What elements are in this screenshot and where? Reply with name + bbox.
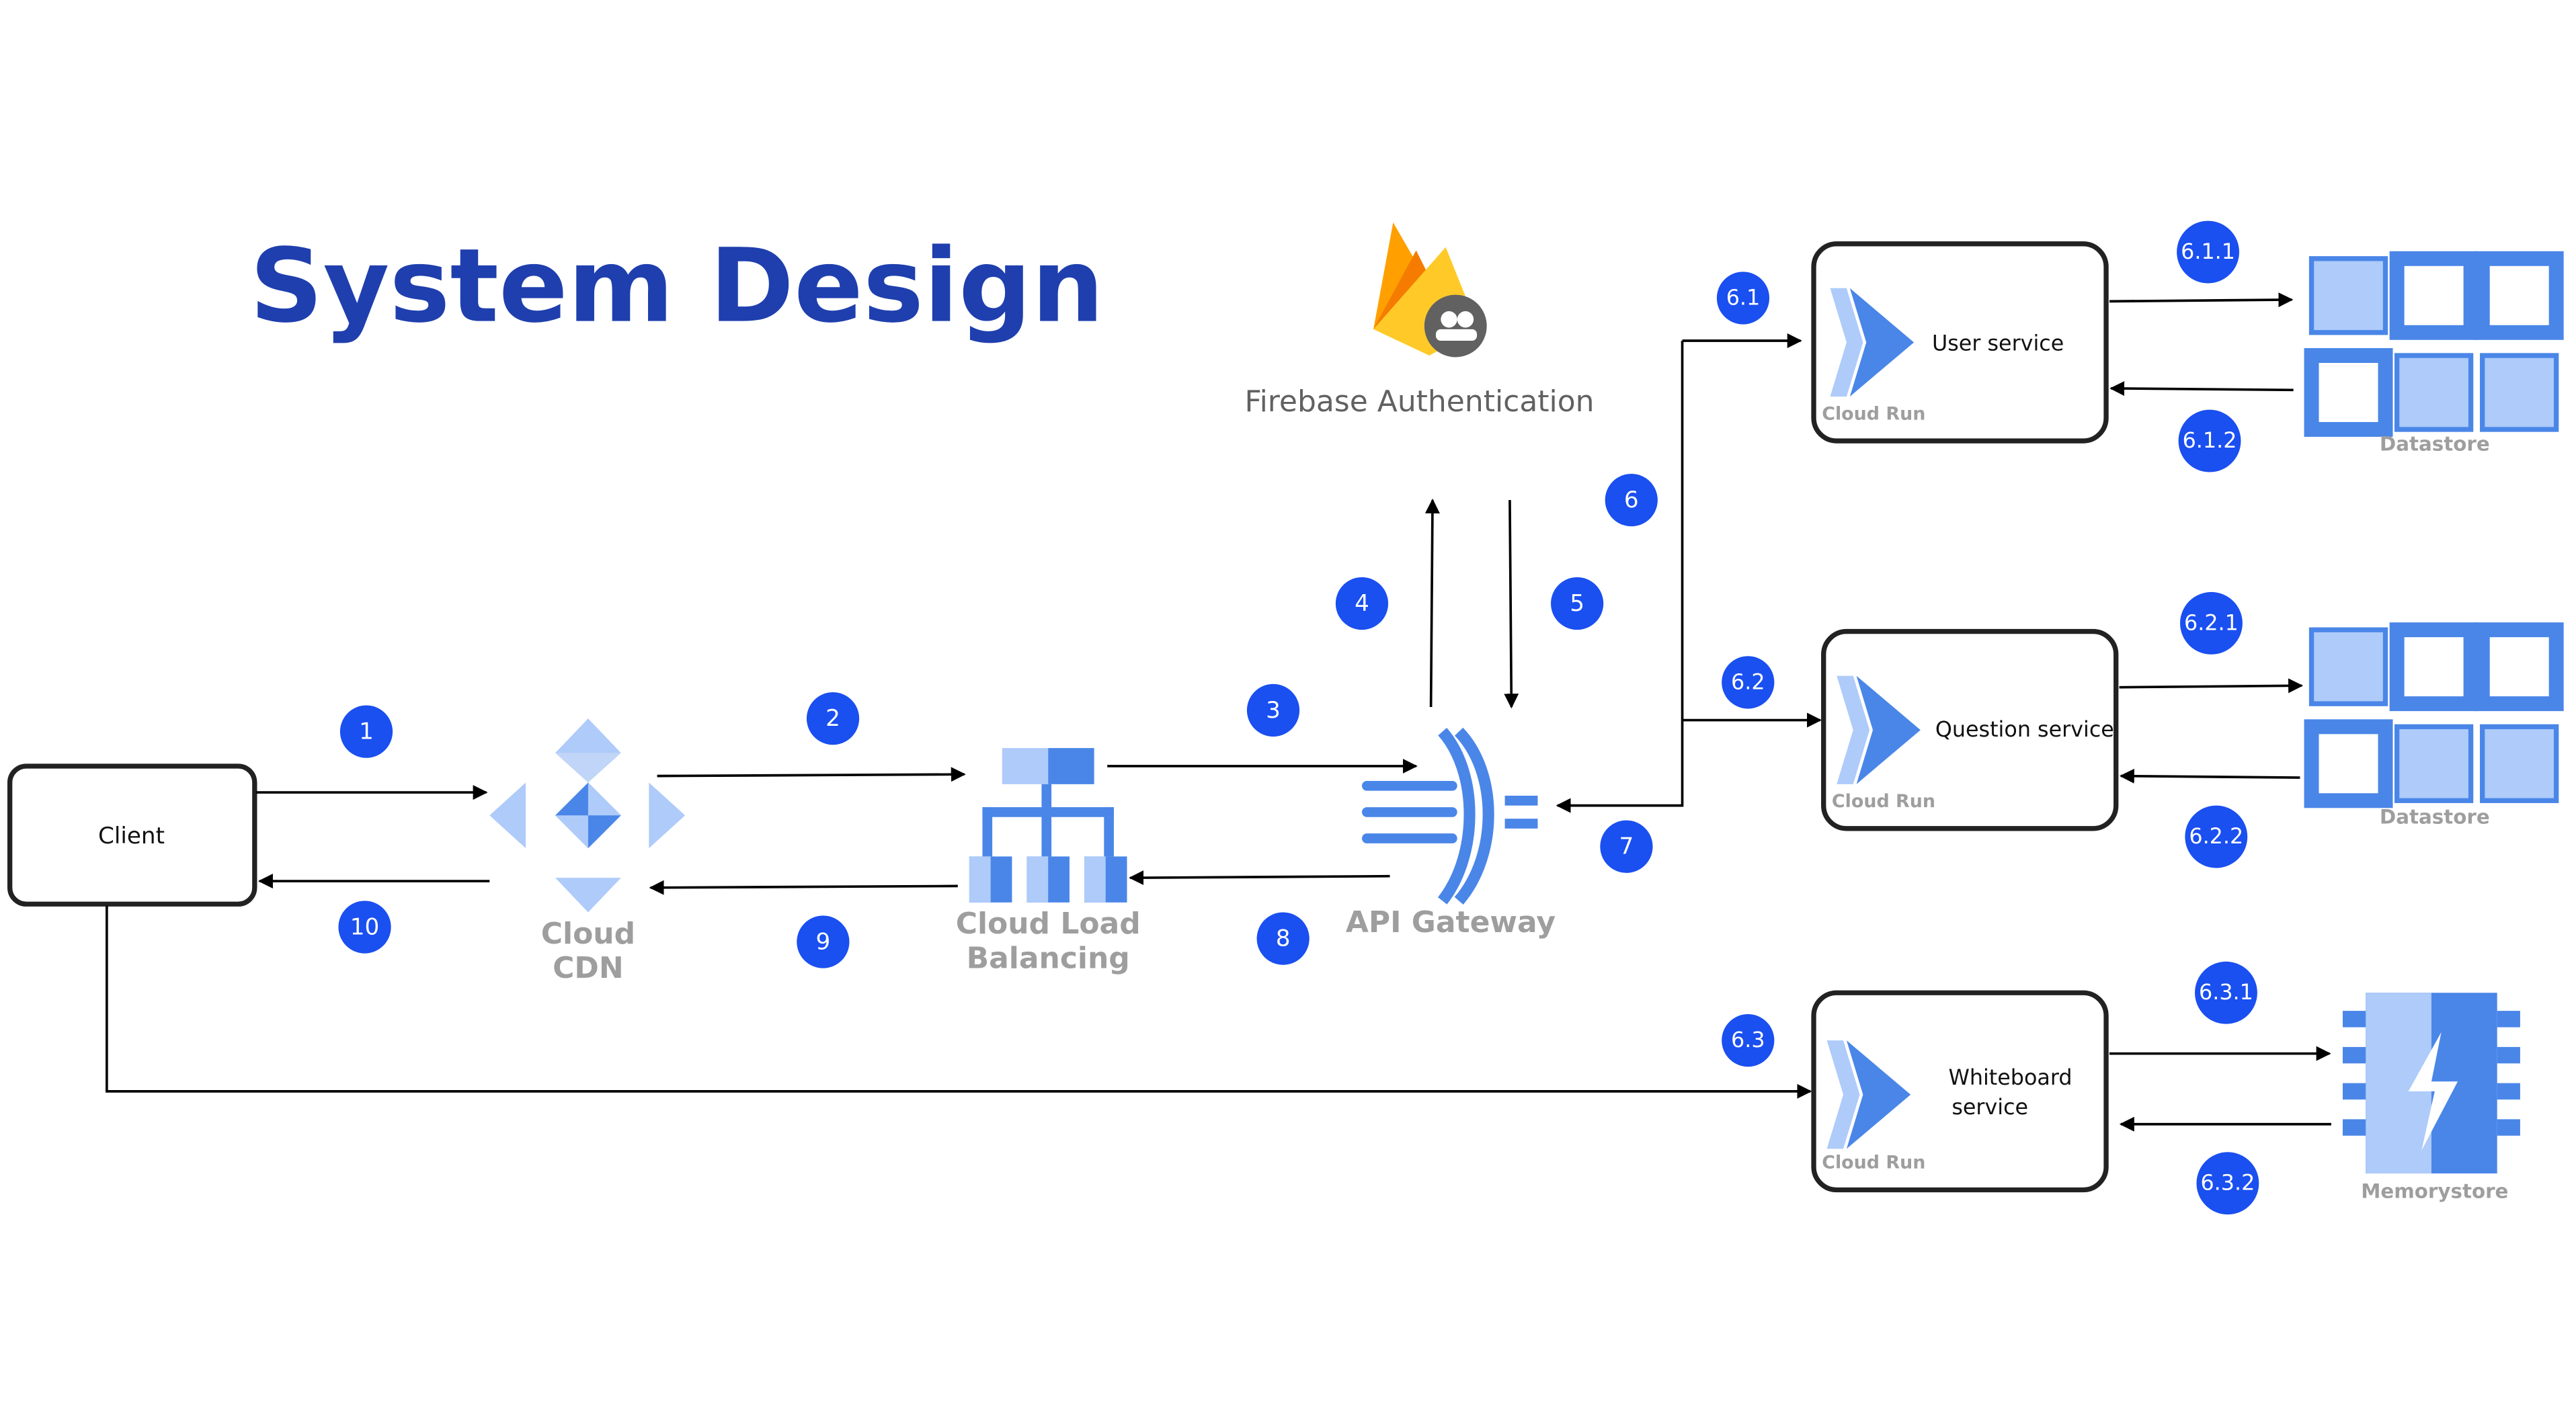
whiteboard-service-box <box>1811 990 2109 1193</box>
whiteboard-service-label-1: Whiteboard <box>1948 1066 2072 1090</box>
user-service-box <box>1811 241 2109 444</box>
whiteboard-service-runtime: Cloud Run <box>1822 1153 1925 1173</box>
step-badge: 6.2.2 <box>2185 805 2248 868</box>
flow-arrows <box>106 292 2331 1132</box>
firebase-label: Firebase Authentication <box>1244 384 1594 419</box>
step-label: 1 <box>359 718 374 745</box>
cloud-run-icon <box>1830 288 1915 397</box>
user-service-runtime: Cloud Run <box>1822 403 1925 424</box>
datastore-icon-2 <box>2304 622 2564 808</box>
question-service-node: Question service Cloud Run <box>1821 628 2119 831</box>
step-badge: 6.3 <box>1722 1014 1775 1067</box>
question-service-label: Question service <box>1935 718 2114 742</box>
arrow-client-to-whiteboard <box>106 905 1812 1099</box>
step-label: 4 <box>1355 590 1369 617</box>
client-node: Client <box>7 763 257 907</box>
step-badge: 6.1 <box>1716 272 1770 325</box>
arrow-gateway-to-lb <box>1129 870 1390 886</box>
user-service-label: User service <box>1932 332 2064 356</box>
api-gateway-icon <box>1361 727 1538 905</box>
step-label: 6 <box>1624 487 1639 513</box>
step-badge: 10 <box>338 901 391 954</box>
step-label: 9 <box>815 928 830 955</box>
whiteboard-service-node: Whiteboard service Cloud Run <box>1811 990 2109 1193</box>
client-label: Client <box>98 823 165 849</box>
datastore-icon-1 <box>2304 251 2564 437</box>
user-service-node: User service Cloud Run <box>1811 241 2109 444</box>
arrow-lb-to-cdn <box>649 880 958 895</box>
step-badge: 3 <box>1246 683 1300 737</box>
step-label: 6.2 <box>1731 670 1765 694</box>
step-badge: 6 <box>1605 473 1658 527</box>
cloud-run-icon <box>1826 1040 1911 1149</box>
step-label: 7 <box>1619 833 1634 860</box>
step-badge: 6.1.1 <box>2177 220 2240 284</box>
step-badge: 9 <box>797 915 850 968</box>
question-service-runtime: Cloud Run <box>1832 791 1935 812</box>
arrow-services-to-gateway <box>1556 341 1684 813</box>
question-service-box <box>1821 628 2119 831</box>
step-label: 5 <box>1570 590 1584 617</box>
step-badge: 6.2.1 <box>2180 591 2243 655</box>
step-badge: 5 <box>1551 577 1604 630</box>
step-label: 3 <box>1266 697 1281 724</box>
step-label: 6.1.2 <box>2183 429 2237 453</box>
step-badge: 6.3.2 <box>2196 1152 2259 1215</box>
step-label: 6.2.2 <box>2189 825 2243 849</box>
step-label: 6.3.2 <box>2200 1171 2255 1196</box>
step-badge: 7 <box>1600 820 1653 873</box>
firebase-icon <box>1373 222 1487 358</box>
step-label: 6.3.1 <box>2199 981 2253 1005</box>
step-label: 6.2.1 <box>2184 611 2239 635</box>
step-badge: 4 <box>1335 577 1389 630</box>
api-gateway-label: API Gateway <box>1346 905 1556 940</box>
step-badge: 2 <box>806 692 860 745</box>
step-badge: 8 <box>1256 912 1310 965</box>
step-badge: 1 <box>339 705 393 758</box>
step-badge: 6.3.1 <box>2195 961 2257 1024</box>
load-balancing-label-1: Cloud Load <box>956 907 1141 941</box>
arrow-user-to-datastore <box>2109 292 2294 308</box>
arrow-datastore-to-question <box>2119 768 2300 784</box>
step-badges: 1 2 3 4 5 6 7 8 9 10 6.1 6.2 6.3 6.1.1 6… <box>338 220 2259 1215</box>
arrow-datastore-to-user <box>2109 381 2294 397</box>
step-label: 10 <box>350 913 380 940</box>
step-label: 8 <box>1276 925 1291 952</box>
client-box <box>7 763 257 907</box>
memorystore-label: Memorystore <box>2361 1180 2508 1203</box>
arrow-question-to-datastore <box>2119 678 2304 694</box>
step-label: 6.3 <box>1731 1028 1765 1052</box>
step-badge: 6.1.2 <box>2178 409 2241 472</box>
step-badge: 6.2 <box>1722 656 1775 709</box>
diagram-title: System Design <box>249 226 1104 345</box>
cloud-cdn-icon <box>489 718 686 913</box>
arrow-cdn-to-lb <box>657 767 966 782</box>
arrow-firebase-to-gateway <box>1504 500 1519 709</box>
datastore-label-2: Datastore <box>2380 806 2490 829</box>
step-label: 2 <box>826 705 840 732</box>
cloud-cdn-label-1: Cloud <box>541 917 635 951</box>
cloud-load-balancing-icon <box>969 748 1127 903</box>
memorystore-icon <box>2342 993 2520 1174</box>
step-label: 6.1.1 <box>2181 240 2235 264</box>
datastore-label-1: Datastore <box>2380 433 2490 456</box>
arrow-gateway-to-firebase <box>1424 498 1440 708</box>
cloud-cdn-label-2: CDN <box>553 951 624 985</box>
whiteboard-service-label-2: service <box>1951 1095 2028 1120</box>
step-label: 6.1 <box>1726 286 1761 310</box>
load-balancing-label-2: Balancing <box>967 942 1130 976</box>
